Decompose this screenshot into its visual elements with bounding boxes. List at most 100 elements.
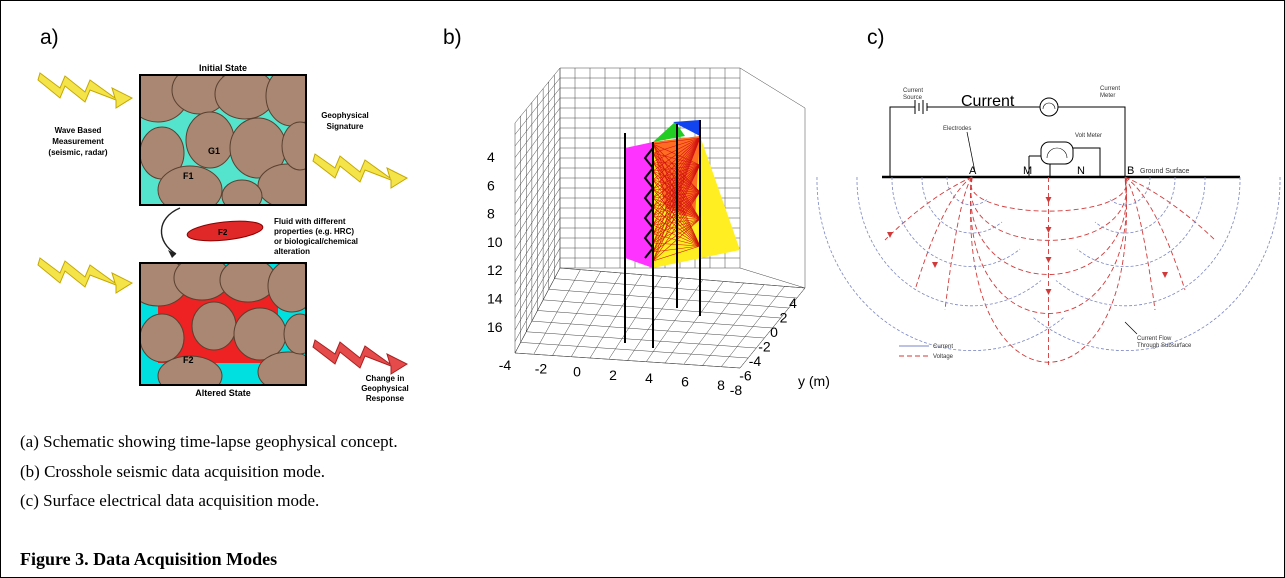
y-tick-label: 2 [780, 310, 788, 326]
z-axis-tick-labels: 4 6 8 10 12 14 16 [487, 149, 503, 335]
current-flow-line [1124, 176, 1186, 291]
fluid-text-line-3: or biological/chemical [274, 237, 358, 246]
electrode-m-label: M [1023, 165, 1032, 177]
3d-grid-lines [514, 67, 806, 369]
signature-text-line-2: Signature [327, 122, 364, 131]
flow-arrowhead [1045, 227, 1052, 233]
equipotential-line [816, 176, 1066, 352]
incoming-wave-top-arrow [37, 72, 134, 109]
equipotential-line [1109, 176, 1151, 206]
equipotential-line [891, 176, 1021, 267]
x-tick-label: 0 [573, 364, 581, 380]
current-flow-line-2: Through Subsurface [1137, 343, 1192, 349]
current-source-line-1: Current [903, 88, 923, 94]
current-meter-line-2: Meter [1100, 93, 1115, 99]
current-meter-line-1: Current [1100, 86, 1120, 92]
field-lines [816, 176, 1281, 365]
z-tick-label: 6 [487, 177, 495, 193]
electrode-a-label: A [969, 165, 977, 177]
flow-arrowhead [887, 232, 893, 238]
equipotential-line [1055, 176, 1241, 307]
current-flow-line [914, 176, 973, 291]
fluid-text-line-1: Fluid with different [274, 217, 346, 226]
initial-state-title: Initial State [199, 63, 247, 73]
panel-c-label: c) [867, 26, 885, 49]
current-flow-line [970, 176, 1127, 212]
current-meter-dial [1039, 97, 1059, 117]
ground-surface-label: Ground Surface [1140, 168, 1190, 175]
incoming-wave-bottom-arrow [37, 257, 134, 294]
flow-arrowhead [932, 262, 938, 268]
equipotential-line [1076, 176, 1206, 267]
panel-c-electrical-diagram: Current Source Current Current Meter Vol… [816, 86, 1281, 365]
legend-current-label: Current [933, 344, 953, 350]
y-axis-label: y (m) [798, 373, 830, 389]
change-text-line-2: Geophysical [361, 384, 409, 393]
current-flow-line [1124, 176, 1156, 311]
electrodes-label: Electrodes [943, 126, 971, 132]
current-flow-line-1: Current Flow [1137, 336, 1172, 342]
y-axis-tick-labels: 420-2-4-6-8 [730, 295, 797, 398]
equipotential-line [856, 176, 1042, 307]
equipotential-line [1031, 176, 1281, 352]
x-tick-label: 8 [717, 377, 725, 393]
current-flow-line [970, 176, 1127, 241]
legend-voltage-label: Voltage [933, 354, 954, 360]
z-tick-label: 12 [487, 262, 503, 278]
panel-a-label: a) [40, 26, 59, 49]
wave-text-line-2: Measurement [52, 137, 104, 146]
x-tick-label: -4 [499, 357, 512, 373]
f2-label: F2 [218, 228, 228, 237]
outgoing-wave-bottom-arrow [312, 339, 409, 375]
transition-curved-arrow [160, 207, 181, 255]
current-flow-line [884, 176, 973, 241]
circuit-wiring [889, 100, 1126, 177]
change-text-line-1: Change in [366, 374, 405, 383]
figure-title: Figure 3. Data Acquisition Modes [20, 549, 278, 569]
signature-text-line-1: Geophysical [321, 111, 369, 120]
z-tick-label: 4 [487, 149, 495, 165]
z-tick-label: 14 [487, 291, 503, 307]
flow-arrowhead [1045, 289, 1052, 295]
caption-a: (a) Schematic showing time-lapse geophys… [20, 432, 398, 451]
current-big-label: Current [961, 93, 1015, 110]
y-tick-label: -6 [739, 368, 752, 384]
x-tick-label: 4 [645, 370, 653, 386]
current-flow-line [1124, 176, 1216, 241]
flow-arrowhead [1045, 197, 1052, 203]
change-text-line-3: Response [366, 394, 405, 403]
fluid-text-line-2: properties (e.g. HRC) [274, 227, 354, 236]
wave-text-line-1: Wave Based [55, 126, 102, 135]
panel-a-schematic: Initial State G1 F1 Altered State F2 Wav… [37, 63, 409, 403]
fluid-text-line-4: alteration [274, 247, 310, 256]
caption-c: (c) Surface electrical data acquisition … [20, 491, 320, 510]
altered-state-title: Altered State [195, 388, 251, 398]
y-tick-label: -4 [749, 353, 762, 369]
outgoing-wave-top-arrow [312, 153, 409, 189]
caption-b: (b) Crosshole seismic data acquisition m… [20, 462, 325, 481]
current-source-line-2: Source [903, 95, 923, 101]
z-tick-label: 8 [487, 206, 495, 222]
flow-arrowhead [1045, 257, 1052, 263]
x-tick-label: 2 [609, 367, 617, 383]
electrode-n-label: N [1077, 165, 1085, 177]
x-tick-label: -2 [535, 360, 548, 376]
volt-meter-label: Volt Meter [1075, 133, 1102, 139]
initial-state-grains [140, 75, 306, 205]
panel-b-label: b) [443, 26, 462, 49]
equipotential-line [946, 176, 988, 206]
x-tick-label: 6 [681, 374, 689, 390]
electrode-b-label: B [1127, 165, 1134, 177]
altered-state-grains [140, 263, 306, 385]
f2-altered-label: F2 [183, 355, 194, 365]
equipotential-line [921, 176, 1003, 234]
wave-text-line-3: (seismic, radar) [48, 148, 107, 157]
y-tick-label: -8 [730, 382, 743, 398]
y-tick-label: -2 [758, 339, 771, 355]
z-tick-label: 16 [487, 319, 503, 335]
g1-label: G1 [208, 146, 220, 156]
z-tick-label: 10 [487, 234, 503, 250]
current-flow-line [944, 176, 973, 311]
f1-label: F1 [183, 171, 194, 181]
volt-meter-dial [1040, 141, 1074, 165]
